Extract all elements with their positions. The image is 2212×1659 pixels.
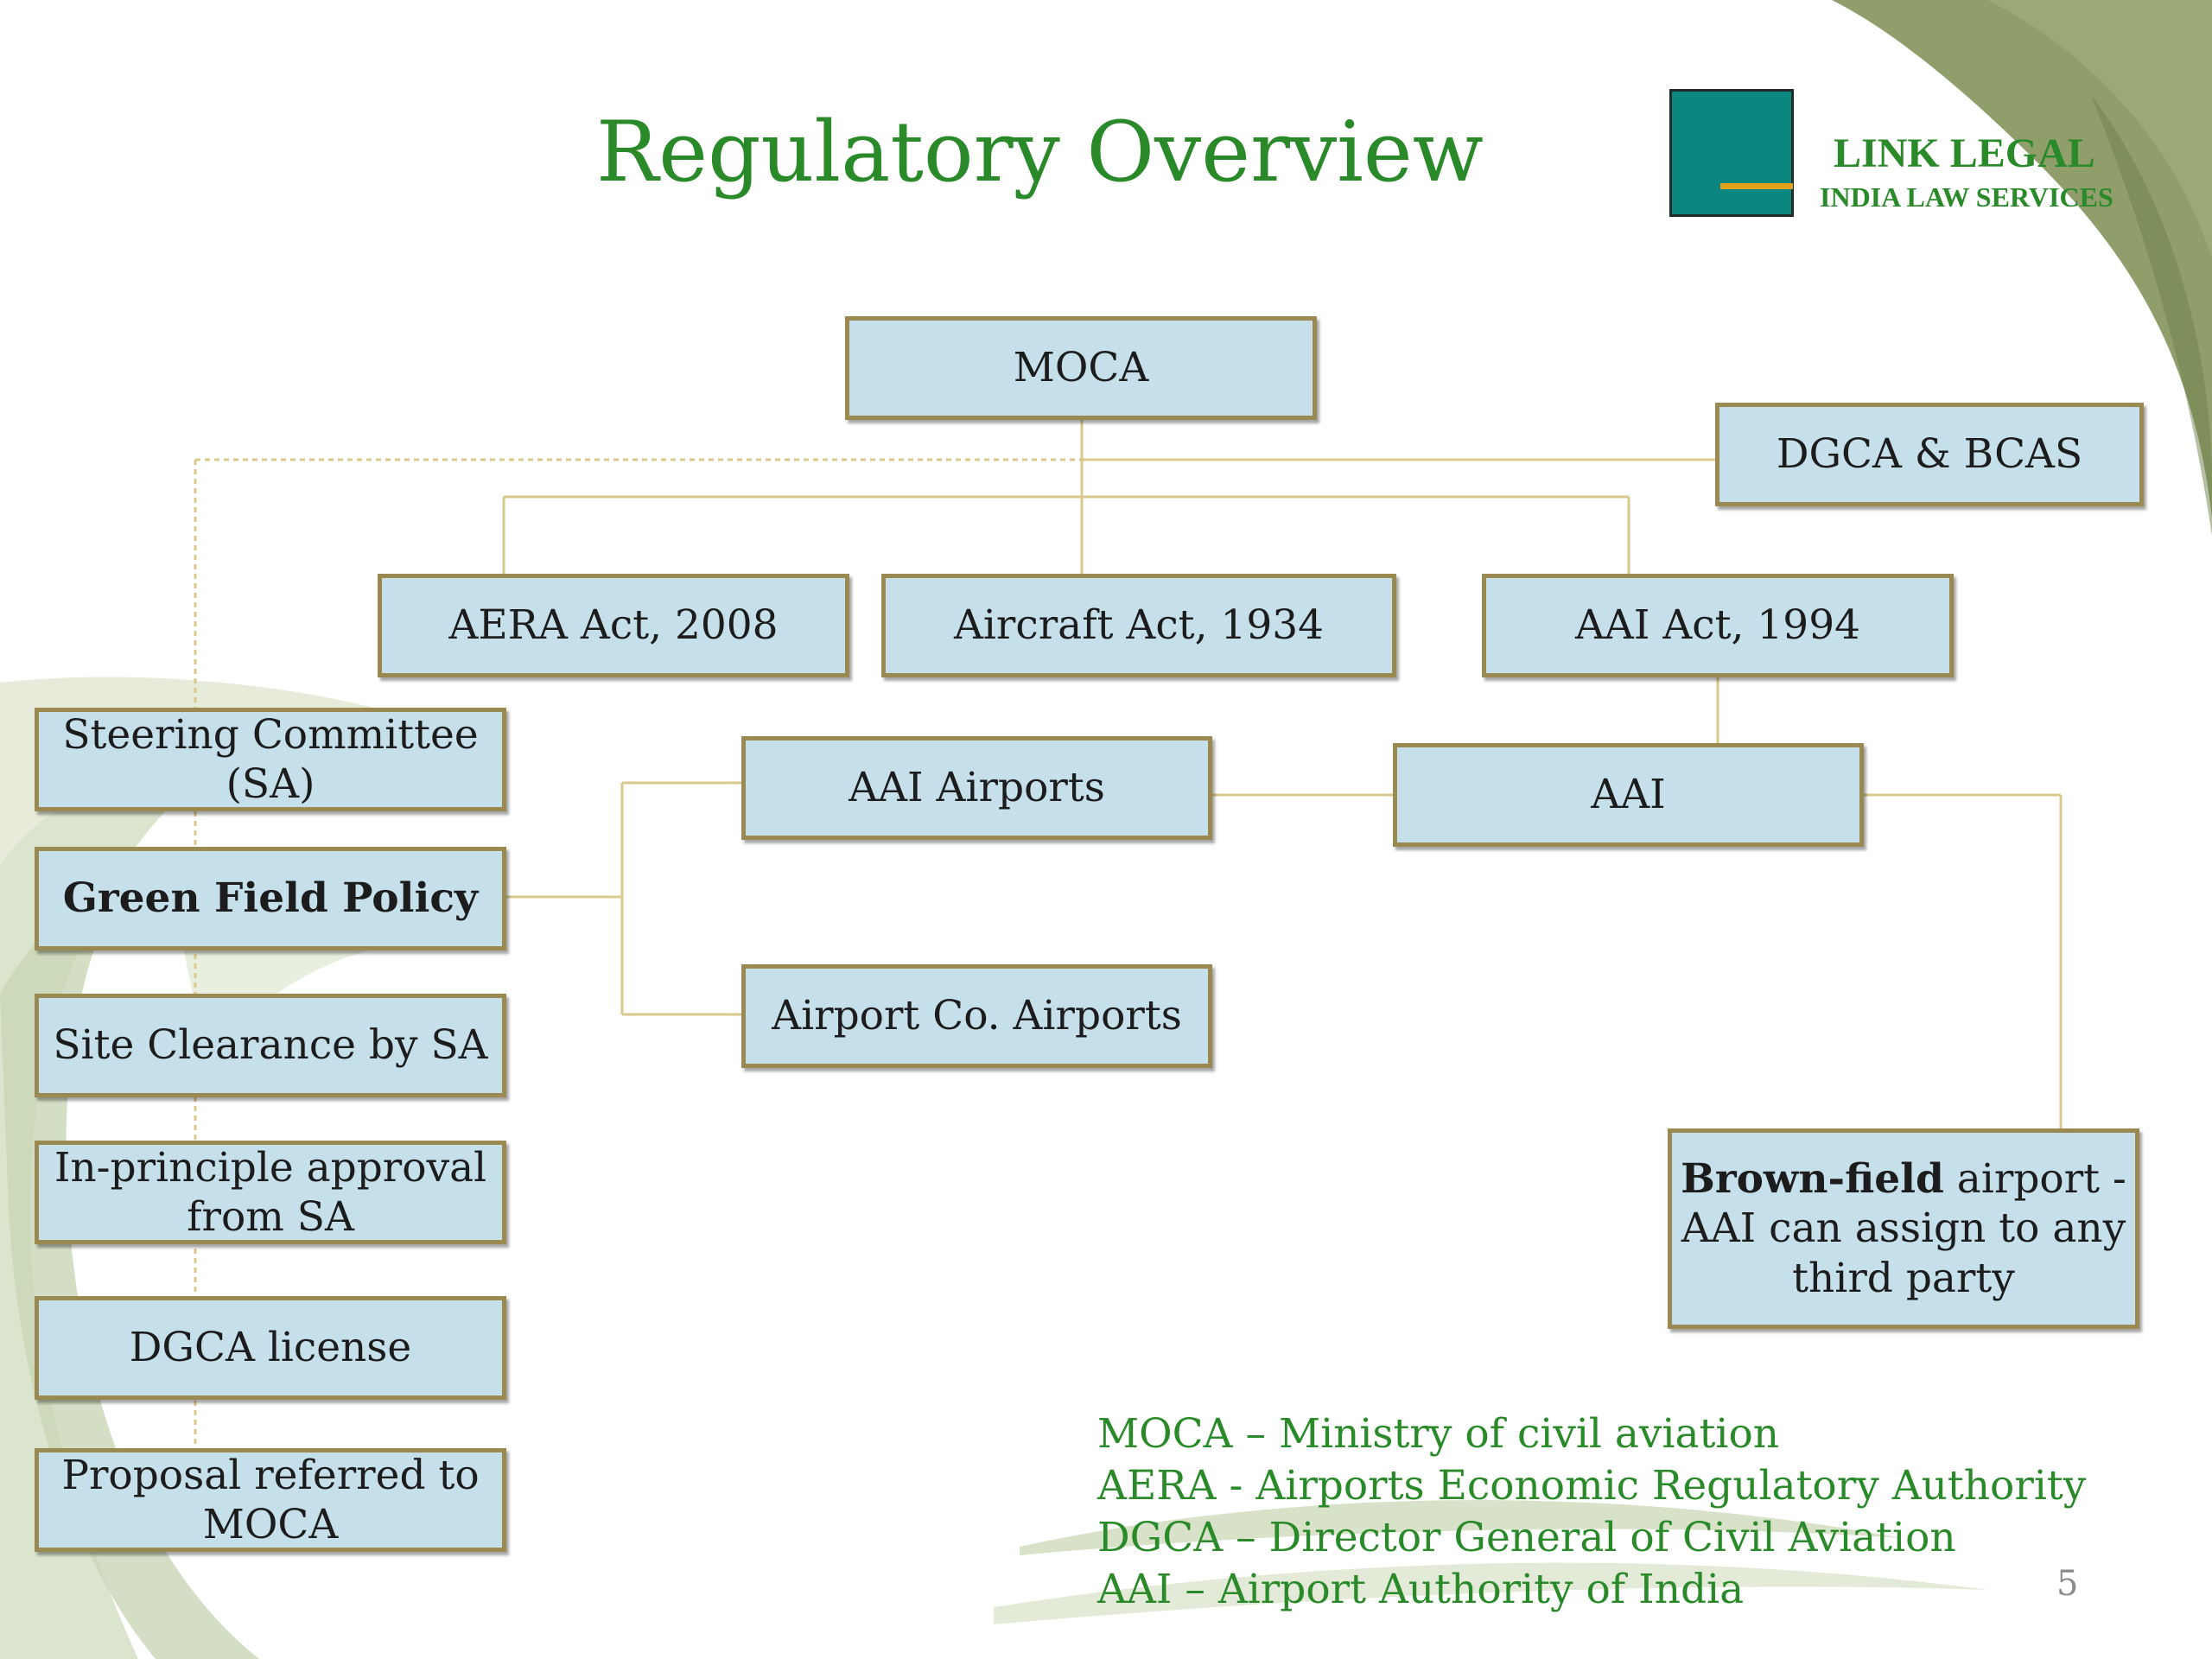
node-green-field-policy: Green Field Policy [35,847,506,950]
logo-name: LINK LEGAL [1834,130,2095,176]
node-in-principle-approval: In-principle approval from SA [35,1141,506,1244]
legend-item: AAI – Airport Authority of India [1097,1566,1745,1613]
slide-title: Regulatory Overview [596,104,1484,200]
node-proposal-referred: Proposal referred to MOCA [35,1448,506,1552]
node-steering-committee: Steering Committee (SA) [35,708,506,811]
brownfield-label: Brown-field [1681,1155,1944,1203]
logo-subtitle: INDIA LAW SERVICES [1820,181,2113,213]
node-dgca-bcas: DGCA & BCAS [1715,403,2144,506]
node-aircraft-act: Aircraft Act, 1934 [881,574,1396,677]
node-airport-co-airports: Airport Co. Airports [741,964,1212,1068]
legend-item: AERA - Airports Economic Regulatory Auth… [1097,1462,2087,1510]
page-number: 5 [2056,1564,2079,1604]
node-aera-act: AERA Act, 2008 [378,574,849,677]
node-brownfield-airport: Brown-field airport - AAI can assign to … [1668,1128,2139,1329]
node-moca: MOCA [845,316,1317,420]
logo-mark [1669,89,1794,217]
brownfield-description: airport - AAI can assign to any third pa… [1681,1155,2126,1302]
node-aai-act: AAI Act, 1994 [1482,574,1954,677]
node-site-clearance: Site Clearance by SA [35,994,506,1097]
node-dgca-license: DGCA license [35,1296,506,1400]
node-aai-airports: AAI Airports [741,736,1212,840]
legend-item: MOCA – Ministry of civil aviation [1097,1410,1780,1458]
abbreviation-legend: MOCA – Ministry of civil aviation AERA -… [1097,1408,2086,1616]
node-aai: AAI [1393,743,1864,847]
logo-accent-bar [1720,183,1793,189]
legend-item: DGCA – Director General of Civil Aviatio… [1097,1514,1956,1561]
